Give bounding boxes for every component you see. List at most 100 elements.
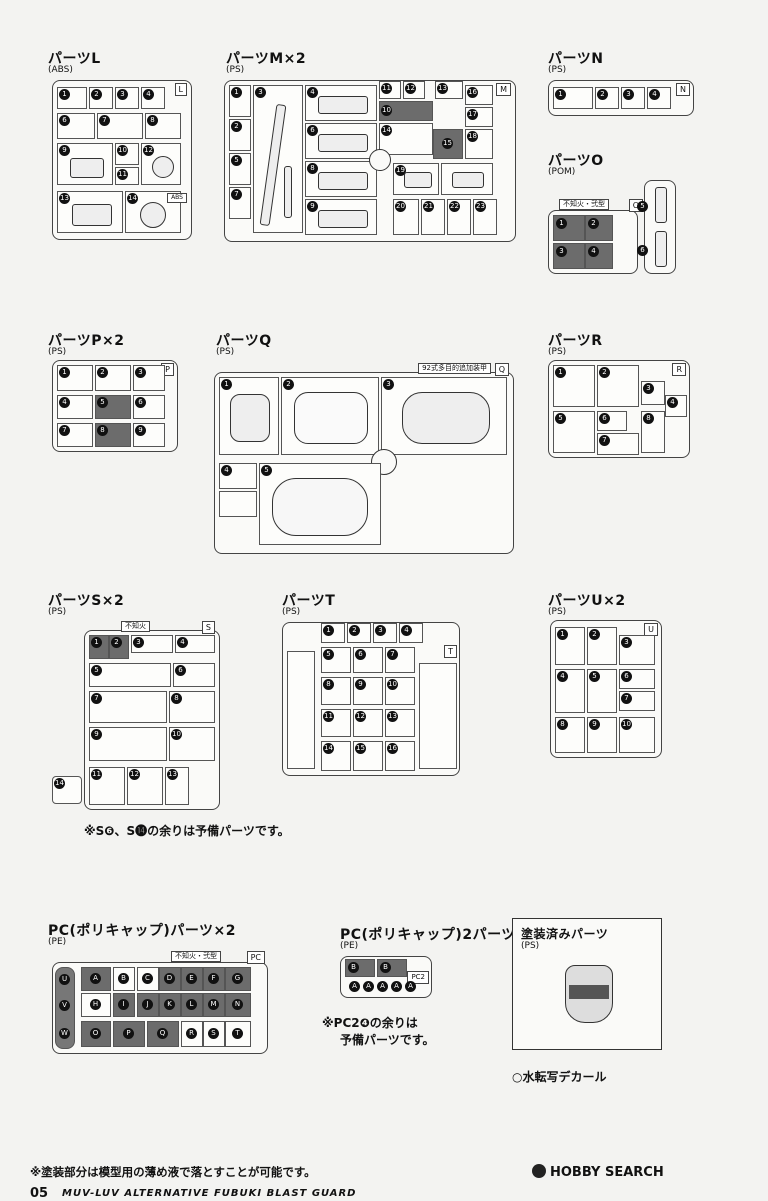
decal-label: ○水転写デカール: [512, 1070, 607, 1084]
runner-T-letter: T: [444, 645, 457, 658]
runner-R: R 1 2 3 4 5 6 7 8: [548, 360, 690, 458]
runner-PC-letter: PC: [246, 951, 265, 964]
runner-T-cell: 14: [321, 741, 351, 771]
parts-N-title: パーツN: [548, 51, 604, 67]
runner-T-cell: 13: [385, 709, 415, 737]
runner-PC-cell: P: [113, 1021, 145, 1047]
runner-M-cell: 21: [421, 199, 445, 235]
runner-L: L 1 2 3 4 6 7 8 9 10 11 12 13 14 ABS: [52, 80, 192, 240]
parts-P-title: パーツP×2: [48, 333, 125, 349]
parts-T-material: (PS): [282, 607, 301, 617]
runner-U-cell: 7: [619, 691, 655, 711]
runner-M-cell: 13: [435, 81, 463, 99]
runner-U-cell: 5: [587, 669, 617, 713]
runner-L-cell: 7: [97, 113, 143, 139]
runner-S-cell: 3: [131, 635, 173, 653]
runner-U-cell: 8: [555, 717, 585, 753]
runner-M-cell: 2: [229, 119, 251, 151]
runner-PC2: PC2 B B A A A A A: [340, 956, 432, 998]
parts-S-title: パーツS×2: [48, 593, 125, 609]
runner-R-letter: R: [672, 363, 686, 376]
runner-T-cell: 16: [385, 741, 415, 771]
runner-PC-cell: D: [159, 967, 181, 991]
runner-PC-cell: M: [203, 993, 225, 1017]
parts-M-material: (PS): [226, 65, 245, 75]
runner-PC-cell: K: [159, 993, 181, 1017]
runner-PC-cell: L: [181, 993, 203, 1017]
runner-PC-cell-left: U V W: [55, 967, 75, 1049]
runner-L-material-tag: ABS: [167, 193, 187, 203]
runner-S-cell: 7: [89, 691, 167, 723]
runner-O-cell: 4: [585, 243, 613, 269]
runner-Q-letter: Q: [494, 363, 509, 376]
parts-R-title: パーツR: [548, 333, 603, 349]
parts-Q-material: (PS): [216, 347, 235, 357]
runner-L-cell: 4: [141, 87, 165, 109]
page-number: 05: [30, 1186, 49, 1201]
runner-R-cell: 6: [597, 411, 627, 431]
runner-R-cell: 7: [597, 433, 639, 455]
runner-P-cell: 7: [57, 423, 93, 447]
parts-O-material: (POM): [548, 167, 576, 177]
bottom-note: ※塗装部分は模型用の薄め液で落とすことが可能です。: [30, 1165, 316, 1179]
runner-T-cell: 8: [321, 677, 351, 705]
runner-T-cell: 7: [385, 647, 415, 673]
runner-T-cell: 12: [353, 709, 383, 737]
runner-L-cell: 1: [57, 87, 87, 109]
runner-M-cell: 4: [305, 85, 377, 121]
watermark-logo-icon: [532, 1164, 546, 1178]
parts-N-material: (PS): [548, 65, 567, 75]
runner-M-cell: 22: [447, 199, 471, 235]
runner-Q-cell: 3: [381, 377, 507, 455]
runner-Q-cell: [219, 491, 257, 517]
runner-M-hub: [369, 149, 391, 171]
runner-N-cell: 3: [621, 87, 645, 109]
parts-PC2-material: (PE): [340, 941, 359, 951]
runner-S-cell: 10: [169, 727, 215, 761]
runner-S-cell: 11: [89, 767, 125, 805]
parts-L-title: パーツL: [48, 51, 101, 67]
runner-PC-cell: F: [203, 967, 225, 991]
runner-Q-tag: 92式多目的追加装甲: [418, 363, 491, 374]
runner-PC2-letter: PC2: [407, 971, 429, 984]
parts-U-title: パーツU×2: [548, 593, 626, 609]
runner-PC-cell: A: [81, 967, 111, 991]
runner-PC-cell: I: [113, 993, 135, 1017]
runner-T-cell: [287, 651, 315, 769]
runner-T-cell: 15: [353, 741, 383, 771]
runner-P-cell: 4: [57, 395, 93, 419]
runner-Q-cell: 2: [281, 377, 379, 455]
runner-Q-cell: 5: [259, 463, 381, 545]
runner-Q: 92式多目的追加装甲 Q 1 2 3 4 5: [214, 363, 514, 554]
parts-L-material: (ABS): [48, 65, 73, 75]
runner-O-cell: 3: [553, 243, 585, 269]
painted-parts-material: (PS): [521, 941, 540, 951]
runner-M-letter: M: [496, 83, 511, 96]
runner-S: 不知火 S 1 2 3 4 5 6 7 8 9 10 11 12 13: [84, 621, 220, 810]
runner-L-letter: L: [174, 83, 187, 96]
runner-M: M 1 2 5 7 3 4 6 8 9 10 14 15 11 12 13 16…: [224, 80, 516, 242]
runner-T-cell: 10: [385, 677, 415, 705]
runner-R-cell: 8: [641, 411, 665, 453]
runner-L-cell: 9: [57, 143, 113, 185]
runner-L-cell: 6: [57, 113, 95, 139]
runner-R-cell: 4: [665, 395, 687, 417]
parts-M-title: パーツM×2: [226, 51, 307, 67]
runner-PC-cell: E: [181, 967, 203, 991]
runner-M-cell: 16: [465, 85, 493, 105]
runner-L-cell: 8: [145, 113, 181, 139]
runner-PC: 不知火・弐型 PC U V W A B C D E F G H I J K L …: [52, 951, 268, 1054]
runner-PC-cell: O: [81, 1021, 111, 1047]
parts-S-note: ※S❻、S⓮の余りは予備パーツです。: [84, 824, 290, 838]
runner-PC-cell: H: [81, 993, 111, 1017]
runner-M-cell: 10: [379, 101, 433, 121]
runner-O: 不知火・弐型 O 1 2 3 4: [548, 199, 643, 274]
runner-M-cell: 17: [465, 107, 493, 127]
parts-Q-title: パーツQ: [216, 333, 272, 349]
runner-PC2-cell: B: [377, 959, 407, 977]
runner-R-cell: 1: [553, 365, 595, 407]
runner-T-cell: 3: [373, 623, 397, 643]
runner-S-tag: 不知火: [121, 621, 150, 632]
runner-PC-cell: G: [225, 967, 251, 991]
runner-N-cell: 1: [553, 87, 593, 109]
